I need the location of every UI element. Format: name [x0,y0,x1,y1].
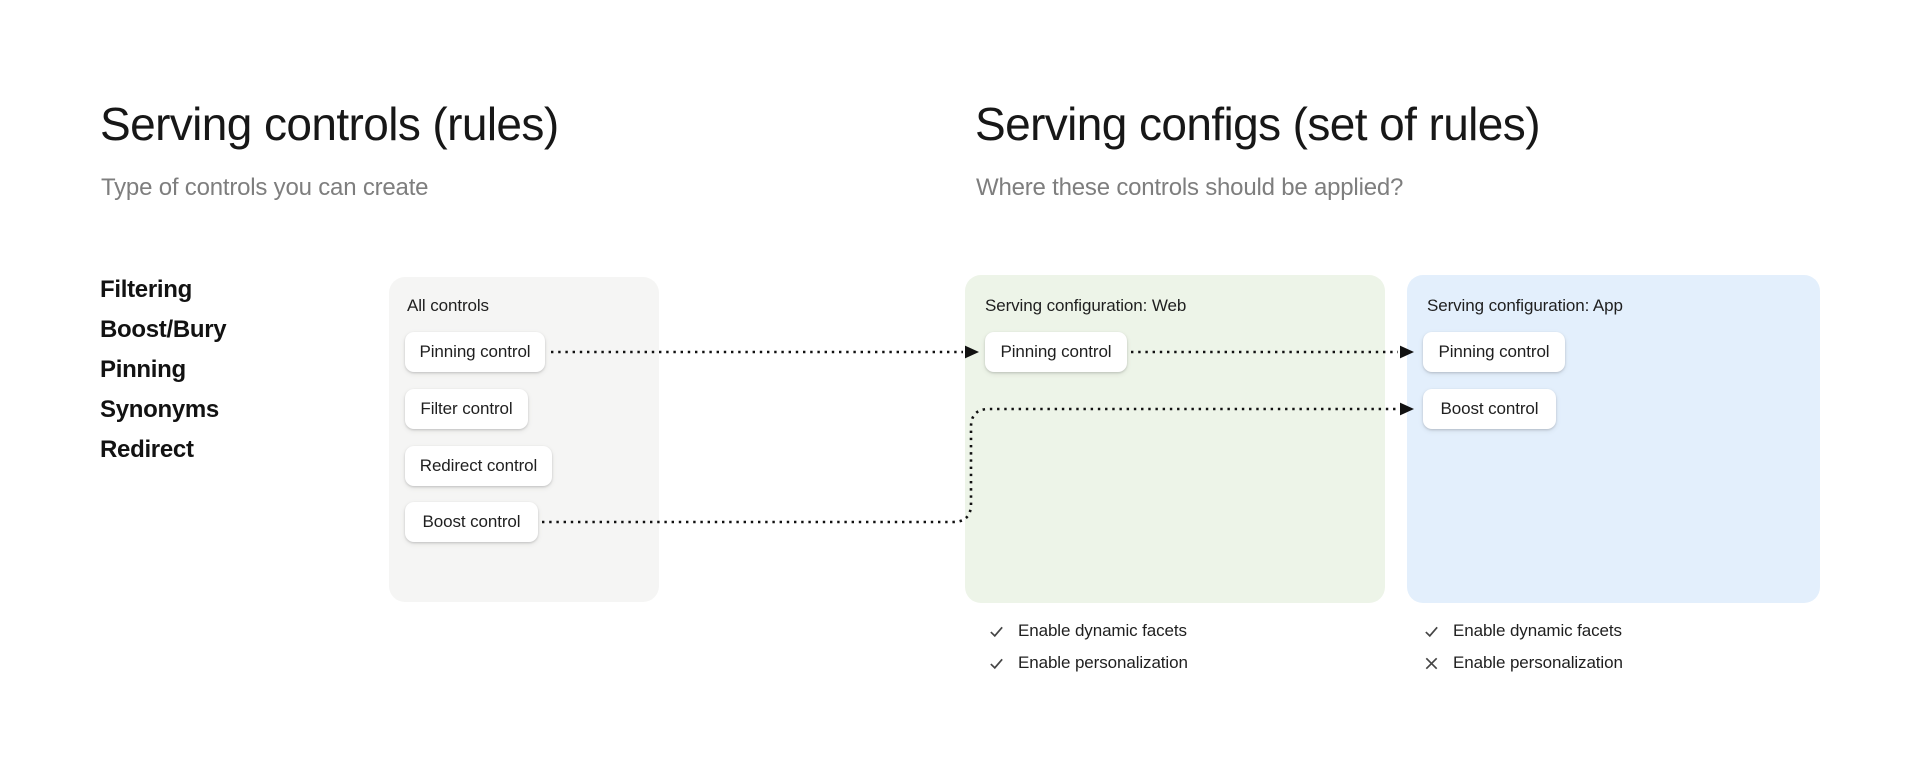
web-config-card-label: Serving configuration: Web [985,296,1187,315]
control-type-item-redirect: Redirect [100,436,194,463]
chip-redirect-control: Redirect control [405,446,552,486]
app-chip-boost-control: Boost control [1423,389,1556,429]
right-section-subtitle: Where these controls should be applied? [976,174,1404,201]
check-icon [1425,626,1438,637]
chip-filter-control: Filter control [405,389,528,429]
setting-label: Enable personalization [1018,653,1188,672]
cross-icon [1425,657,1438,669]
control-type-item-pinning: Pinning [100,356,186,383]
settings-row: Enable dynamic facets [1423,621,1623,640]
left-section-subtitle: Type of controls you can create [101,174,429,201]
right-section-title: Serving configs (set of rules) [975,98,1541,150]
web-chip-pinning-control: Pinning control [985,332,1127,372]
control-type-item-boost-bury: Boost/Bury [100,316,227,343]
web-config-settings: Enable dynamic facets Enable personaliza… [988,621,1188,686]
settings-row: Enable personalization [988,653,1188,672]
web-config-card: Serving configuration: Web Pinning contr… [965,275,1385,603]
check-icon [990,658,1003,669]
app-config-settings: Enable dynamic facets Enable personaliza… [1423,621,1623,686]
all-controls-card-label: All controls [407,296,489,315]
setting-label: Enable personalization [1453,653,1623,672]
app-config-card: Serving configuration: App Pinning contr… [1407,275,1820,603]
chip-boost-control: Boost control [405,502,538,542]
control-type-item-filtering: Filtering [100,276,192,303]
control-type-list: Filtering Boost/Bury Pinning Synonyms Re… [100,270,227,470]
setting-label: Enable dynamic facets [1453,621,1622,640]
settings-row: Enable personalization [1423,653,1623,672]
chip-pinning-control: Pinning control [405,332,545,372]
app-chip-pinning-control: Pinning control [1423,332,1565,372]
app-config-card-label: Serving configuration: App [1427,296,1623,315]
left-section-title: Serving controls (rules) [100,98,559,150]
setting-label: Enable dynamic facets [1018,621,1187,640]
settings-row: Enable dynamic facets [988,621,1188,640]
control-type-item-synonyms: Synonyms [100,396,219,423]
all-controls-card: All controls Pinning control Filter cont… [389,277,659,602]
check-icon [990,626,1003,637]
